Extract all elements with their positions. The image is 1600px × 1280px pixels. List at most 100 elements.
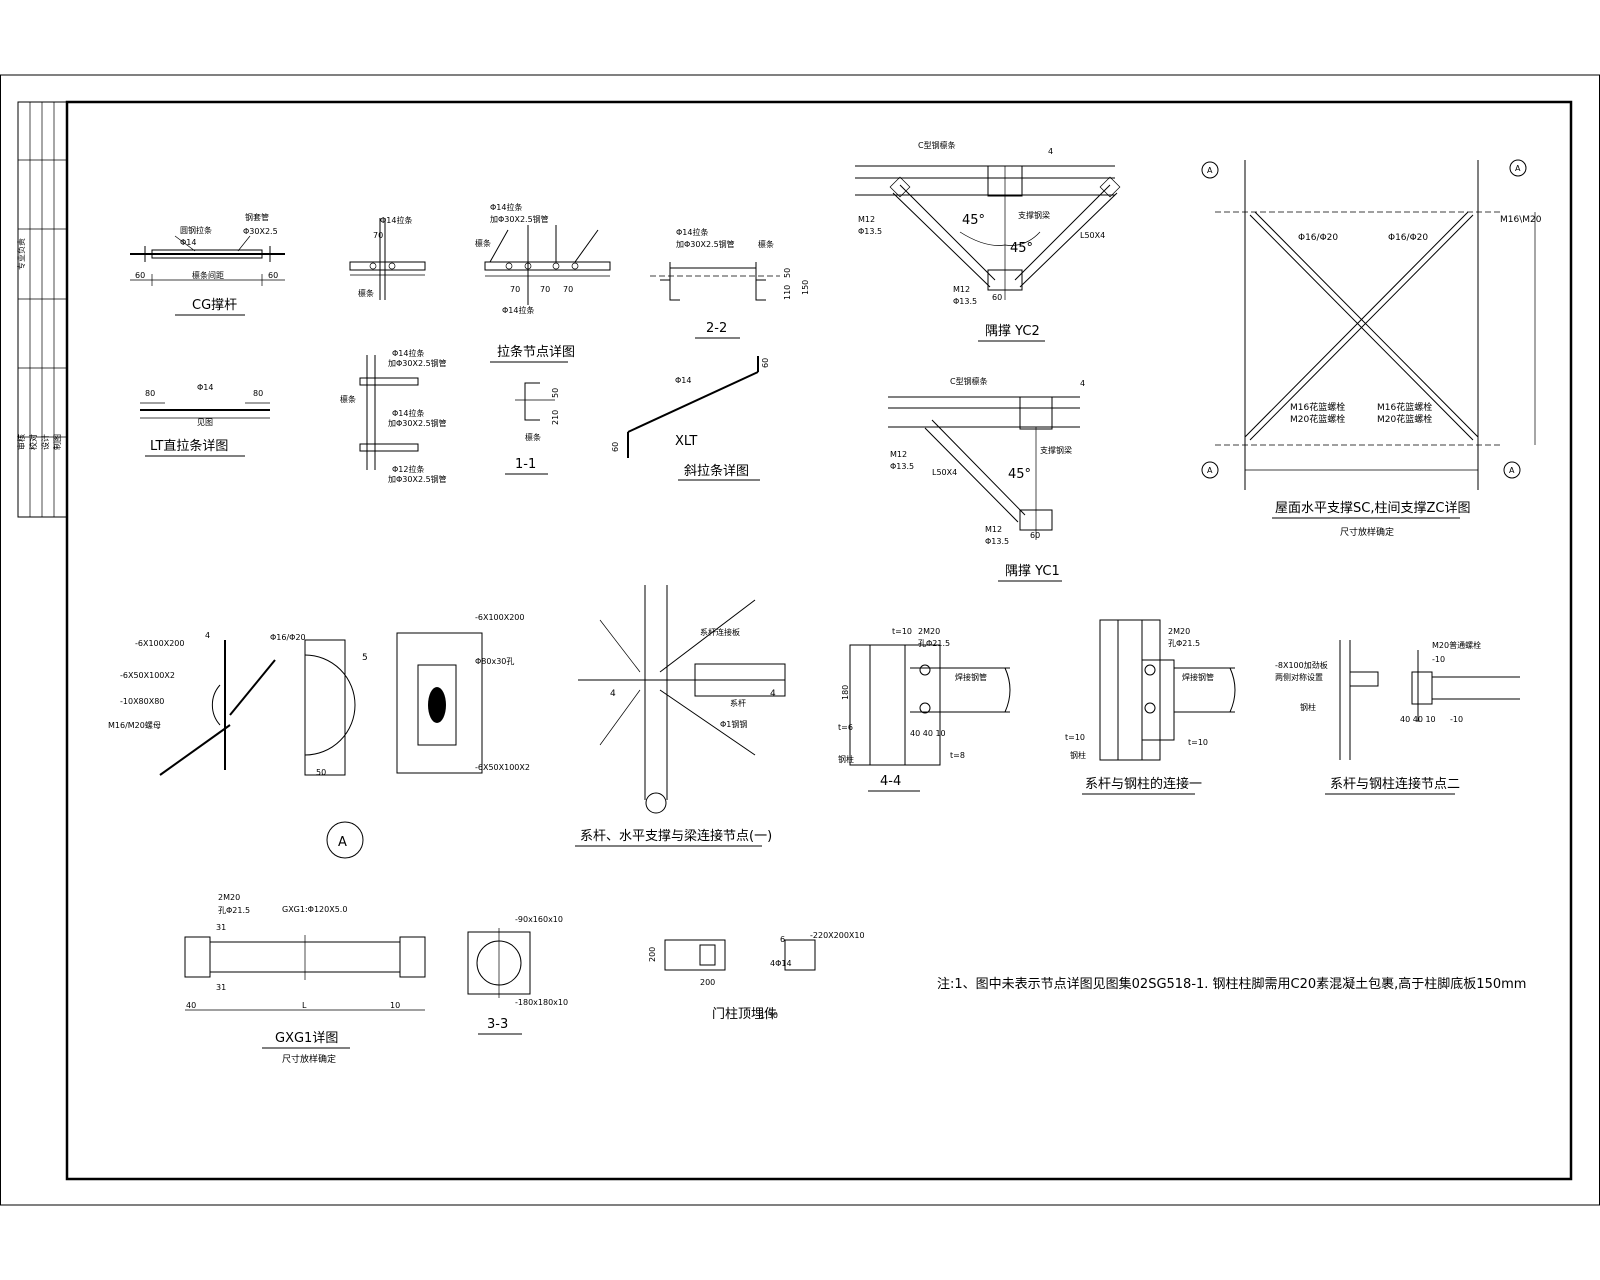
node-purlin: 檩条: [475, 238, 491, 248]
yc1-title: 隅撑 YC1: [1005, 564, 1060, 579]
s22-tube: 加Φ30X2.5钢管: [676, 239, 735, 249]
s44-d180: 180: [841, 685, 850, 700]
s44-bolts: 2M20: [918, 627, 940, 636]
yc2-m12b: M12: [953, 285, 970, 294]
xgb-stud: Φ1钢钢: [720, 719, 747, 729]
node-title: 拉条节点详图: [497, 344, 575, 360]
lower-phi12: Φ12拉条: [392, 464, 424, 474]
mz-pl220: -220X200X10: [810, 931, 865, 940]
mz-d200a: 200: [700, 978, 715, 987]
sc-title: 屋面水平支撑SC,柱间支撑ZC详图: [1275, 501, 1470, 516]
yc2-l50: L50X4: [1080, 231, 1105, 240]
gxg-pipe: GXG1:Φ120X5.0: [282, 905, 347, 914]
tb-cell-1: 审核: [16, 434, 26, 450]
yc1-phi135b: Φ13.5: [985, 537, 1009, 546]
xc2-d4040: 40 40 10: [1400, 715, 1436, 724]
s44-title: 4-4: [880, 774, 901, 789]
yc1-m12b: M12: [985, 525, 1002, 534]
xc2-pl8b: 两侧对称设置: [1275, 672, 1323, 682]
cg-strut-detail: 圆钢拉条 钢套管 Φ14 Φ30X2.5 60 檩条间距 60 CG撑杆: [130, 212, 285, 316]
xc2-title: 系杆与钢柱连接节点二: [1330, 776, 1460, 792]
node-tube: 加Φ30X2.5钢管: [490, 214, 549, 224]
xc1-title: 系杆与钢柱的连接一: [1085, 776, 1202, 792]
node-d70a: 70: [510, 285, 520, 294]
section-1-1: 50 210 檩条 1-1: [505, 382, 560, 475]
sc-m16a: M16花篮螺栓: [1290, 401, 1345, 413]
a-num5: 5: [362, 653, 368, 663]
yc2-phi135a: Φ13.5: [858, 227, 882, 236]
s22-d50: 50: [783, 268, 792, 278]
s11-d210: 210: [551, 410, 560, 425]
gxg-d31a: 31: [216, 923, 226, 932]
s22-d150: 150: [801, 280, 810, 295]
cg-dim-mid: 檩条间距: [192, 270, 224, 280]
s11-d50: 50: [551, 388, 560, 398]
yc1-m12a: M12: [890, 450, 907, 459]
xc2-m10b: -10: [1450, 715, 1463, 724]
mz-d200b: 200: [648, 947, 657, 962]
section-3-3: -90x160x10 -180x180x10 3-3: [467, 915, 568, 1035]
yc2-phi135b: Φ13.5: [953, 297, 977, 306]
yc1-purlin: C型钢檩条: [950, 376, 988, 386]
xc1-weld: 焊接钢管: [1182, 672, 1214, 682]
xc1-phi: 孔Φ21.5: [1168, 639, 1200, 648]
a-num4: 4: [205, 631, 210, 640]
general-note: 注:1、图中未表示节点详图见图集02SG518-1. 钢柱柱脚需用C20素混凝土…: [937, 976, 1526, 992]
a-hole: Φ80x30孔: [475, 657, 514, 666]
a-title: A: [338, 835, 347, 850]
a-d50: 50: [316, 768, 326, 777]
xg-beam-node: 4 4 系杆连接板 系杆 Φ1钢钢 系杆、水平支撑与梁连接节点(一): [575, 585, 786, 847]
yc1-deg: 45°: [1008, 467, 1031, 482]
sc-zc-brace-detail: A A A A Φ16/Φ20 Φ16/Φ20 M16\M20 M16花篮螺栓 …: [1201, 159, 1542, 538]
cg-title: CG撑杆: [192, 298, 237, 313]
node-phi14b: Φ14拉条: [502, 305, 534, 315]
yc2-detail: C型钢檩条 4 M12 Φ13.5 45° 45° 支撑钢梁 L50X4 M12…: [855, 140, 1121, 342]
xgb-num4a: 4: [610, 689, 616, 699]
a-phi16: Φ16/Φ20: [270, 633, 306, 642]
s33-pl180: -180x180x10: [515, 998, 568, 1007]
xc2-m20: M20普通螺栓: [1432, 640, 1481, 650]
detail-a: A -6X100X200 4 -6X50X100X2 -10X80X80 M16…: [108, 613, 530, 859]
sc-m16m20: M16\M20: [1500, 215, 1542, 225]
tb-cell-4: 制图: [52, 434, 62, 450]
cg-right-label: 钢套管: [245, 212, 269, 222]
xgb-steel: 系杆连接板: [700, 627, 740, 637]
s22-d110: 110: [783, 285, 792, 300]
sc-a1: A: [1207, 166, 1213, 175]
s22-phi14: Φ14拉条: [676, 227, 708, 237]
s11-title: 1-1: [515, 457, 536, 472]
lt-dim-left: 80: [145, 389, 155, 398]
sc-a4: A: [1509, 466, 1515, 475]
title-block: 审核 校对 设计 制图 专业负责: [16, 101, 68, 518]
node-phi14: Φ14拉条: [490, 202, 522, 212]
yc1-num4: 4: [1080, 379, 1085, 388]
xgb-xg: 系杆: [730, 698, 746, 708]
yc2-brace: 支撑钢梁: [1018, 210, 1050, 220]
tie-node-lower: Φ14拉条 加Φ30X2.5钢管 檩条 Φ14拉条 加Φ30X2.5钢管 Φ12…: [340, 348, 447, 484]
yc1-brace: 支撑钢梁: [1040, 445, 1072, 455]
a-pl1b: -6X100X200: [475, 613, 524, 622]
a-nut: M16/M20螺母: [108, 720, 161, 730]
s44-t10: t=10: [892, 627, 912, 636]
a-pl1: -6X100X200: [135, 639, 184, 648]
tb-cell-2: 校对: [28, 434, 38, 450]
cg-dim-left: 60: [135, 271, 145, 280]
tb-cell-3: 设计: [40, 434, 50, 450]
mz-d4phi: 4Φ14: [770, 959, 792, 968]
xlt-mark: XLT: [675, 434, 697, 449]
gxg-d10: 10: [390, 1001, 400, 1010]
outer-border: [0, 74, 1600, 1206]
yc2-num4: 4: [1048, 147, 1053, 156]
lower-purlin: 檩条: [340, 394, 356, 404]
lower-tube: 加Φ30X2.5钢管: [388, 358, 447, 368]
gxg-title: GXG1详图: [275, 1031, 338, 1046]
xlt-d60a: 60: [761, 358, 770, 368]
s11-purlin: 檩条: [525, 432, 541, 442]
tie-node-detail: Φ14拉条 加Φ30X2.5钢管 檩条 70 70 70 Φ14拉条 拉条节点详…: [475, 202, 611, 363]
yc2-deg2: 45°: [1010, 241, 1033, 256]
inner-frame: [65, 100, 1573, 1181]
cg-dim-right: 60: [268, 271, 278, 280]
cg-left-label: 圆钢拉条: [180, 225, 212, 235]
lt-dim-right: 80: [253, 389, 263, 398]
